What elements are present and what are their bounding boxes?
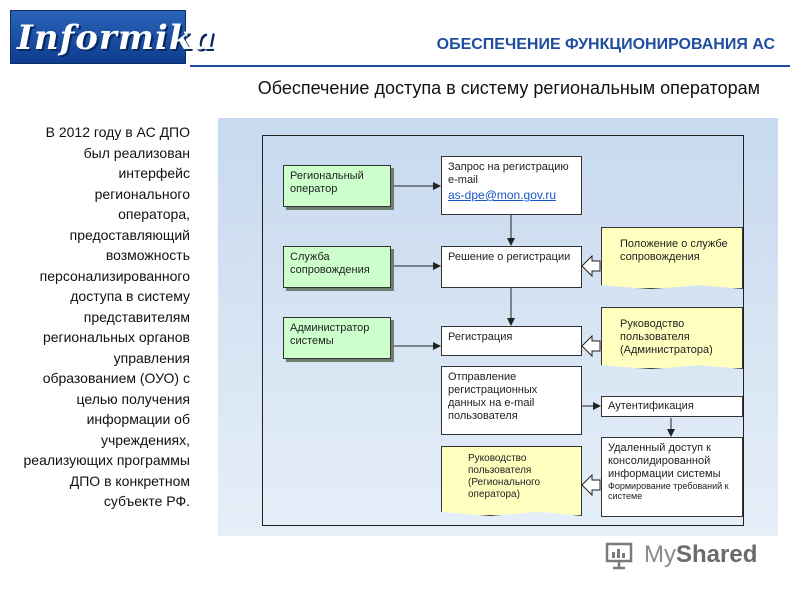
actor-admin: Администратор системы [283, 317, 391, 359]
header-divider [190, 65, 790, 67]
step-authentication: Аутентификация [601, 396, 743, 417]
step-request-label: Запрос на регистрацию e-mail [448, 161, 569, 186]
doc-admin-guide: Руководство пользователя (Администратора… [601, 307, 743, 369]
step-decision-label: Решение о регистрации [448, 251, 571, 263]
step-remote-access-label: Удаленный доступ к консолидированной инф… [608, 442, 721, 480]
input-arrow-regulation [581, 254, 601, 278]
informika-logo: Informika [10, 10, 215, 64]
brand-suffix: Shared [676, 541, 758, 568]
input-arrow-admin-guide [581, 334, 601, 358]
step-remote-access: Удаленный доступ к консолидированной инф… [601, 437, 743, 517]
header-title: ОБЕСПЕЧЕНИЕ ФУНКЦИОНИРОВАНИЯ АС [436, 36, 775, 53]
doc-operator-guide: Руководство пользователя (Регионального … [441, 446, 582, 516]
doc-operator-guide-label: Руководство пользователя (Регионального … [468, 453, 541, 500]
step-send-data-label: Отправление регистрационных данных на e-… [448, 371, 538, 422]
brand-prefix: My [644, 541, 676, 568]
doc-support-regulation: Положение о службе сопровождения [601, 227, 743, 289]
step-requirements-label: Формирование требований к системе [608, 481, 729, 501]
request-email-link[interactable]: as-dpe@mon.gov.ru [448, 188, 557, 202]
diagram-frame [262, 135, 744, 526]
actor-support-service-label: Служба сопровождения [290, 251, 370, 276]
step-send-data: Отправление регистрационных данных на e-… [441, 366, 582, 435]
actor-regional-operator-label: Региональный оператор [290, 170, 364, 195]
doc-support-regulation-label: Положение о службе сопровождения [620, 238, 728, 263]
myshared-watermark: MyShared [604, 540, 774, 570]
actor-support-service: Служба сопровождения [283, 246, 391, 288]
step-registration-label: Регистрация [448, 331, 513, 343]
doc-admin-guide-label: Руководство пользователя (Администратора… [620, 318, 713, 356]
brand-text: MyShared [644, 540, 757, 570]
actor-admin-label: Администратор системы [290, 322, 370, 347]
step-authentication-label: Аутентификация [608, 400, 694, 412]
description-text: В 2012 году в АС ДПО был реализован инте… [23, 124, 190, 509]
step-request: Запрос на регистрацию e-mail as-dpe@mon.… [441, 156, 582, 215]
input-arrow-operator-guide [581, 473, 601, 497]
step-registration: Регистрация [441, 326, 582, 356]
presentation-icon [605, 542, 633, 570]
slide-subtitle: Обеспечение доступа в систему региональн… [257, 78, 760, 98]
step-decision: Решение о регистрации [441, 246, 582, 288]
actor-regional-operator: Региональный оператор [283, 165, 391, 207]
